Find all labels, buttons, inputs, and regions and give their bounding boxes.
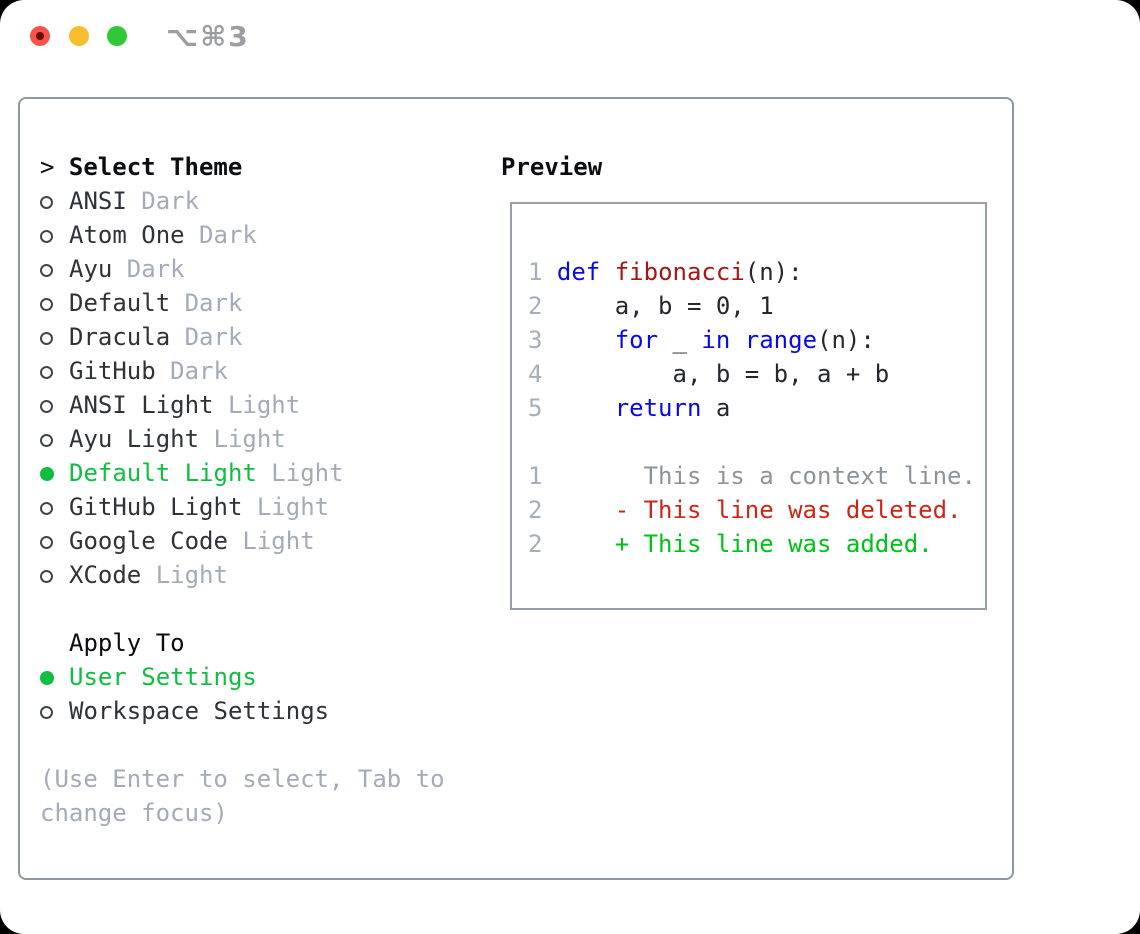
theme-option-label: Default Light <box>69 459 257 487</box>
radio-icon <box>40 354 69 388</box>
theme-option[interactable]: Ayu Light Light <box>40 422 473 456</box>
theme-variant-label: Light <box>256 459 344 487</box>
theme-option-label: Dracula <box>69 323 171 351</box>
theme-option[interactable]: Default Dark <box>40 286 473 320</box>
select-theme-header: > Select Theme <box>40 150 473 184</box>
preview-box: 1 def fibonacci(n): 2 a, b = 0, 1 3 for _ … <box>510 202 987 610</box>
theme-variant-label: Dark <box>184 221 257 249</box>
radio-icon <box>40 218 69 252</box>
line-number: 1 <box>528 462 543 490</box>
preview-line: 2 + This line was added. <box>528 530 933 558</box>
theme-variant-label: Light <box>242 493 330 521</box>
theme-option-label: ANSI <box>69 187 127 215</box>
radio-selected-icon <box>40 456 69 490</box>
theme-option-label: Google Code <box>69 527 228 555</box>
radio-icon <box>40 490 69 524</box>
theme-variant-label: Light <box>141 561 228 589</box>
line-number: 2 <box>528 530 543 558</box>
theme-variant-label: Dark <box>155 357 228 385</box>
theme-option[interactable]: GitHub Dark <box>40 354 473 388</box>
focus-prompt-icon: > <box>40 153 55 181</box>
theme-option-label: GitHub Light <box>69 493 243 521</box>
line-number: 3 <box>528 326 543 354</box>
radio-selected-icon <box>40 660 69 694</box>
theme-option-label: Default <box>69 289 171 317</box>
preview-line: 4 a, b = b, a + b <box>528 360 890 388</box>
theme-option-label: ANSI Light <box>69 391 214 419</box>
theme-option[interactable]: GitHub Light Light <box>40 490 473 524</box>
theme-variant-label: Dark <box>170 289 243 317</box>
preview-code: 1 def fibonacci(n): 2 a, b = 0, 1 3 for _ … <box>528 255 976 561</box>
line-number: 2 <box>528 496 543 524</box>
apply-option[interactable]: Workspace Settings <box>40 694 473 728</box>
theme-option[interactable]: Dracula Dark <box>40 320 473 354</box>
line-number: 2 <box>528 292 543 320</box>
preview-title: Preview <box>501 153 603 181</box>
radio-icon <box>40 184 69 218</box>
radio-icon <box>40 320 69 354</box>
theme-variant-label: Dark <box>170 323 243 351</box>
line-number: 4 <box>528 360 543 388</box>
theme-variant-label: Light <box>227 527 315 555</box>
preview-line: 5 return a <box>528 394 731 422</box>
theme-option-label: Atom One <box>69 221 185 249</box>
preview-line <box>528 425 976 459</box>
theme-variant-label: Dark <box>112 255 185 283</box>
preview-line: 2 - This line was deleted. <box>528 496 962 524</box>
close-button[interactable] <box>30 26 50 46</box>
window-title: ⌥⌘3 <box>166 20 250 53</box>
apply-option-label: User Settings <box>69 663 257 691</box>
theme-option-label: GitHub <box>69 357 156 385</box>
apply-to-header: Apply To <box>69 629 185 657</box>
zoom-button[interactable] <box>107 26 127 46</box>
theme-option[interactable]: Ayu Dark <box>40 252 473 286</box>
radio-icon <box>40 422 69 456</box>
radio-icon <box>40 252 69 286</box>
preview-line: 3 for _ in range(n): <box>528 326 875 354</box>
theme-option-label: XCode <box>69 561 142 589</box>
theme-option[interactable]: Atom One Dark <box>40 218 473 252</box>
theme-option[interactable]: ANSI Dark <box>40 184 473 218</box>
theme-option-label: Ayu <box>69 255 113 283</box>
theme-option[interactable]: XCode Light <box>40 558 473 592</box>
preview-line: 1 This is a context line. <box>528 462 976 490</box>
radio-icon <box>40 524 69 558</box>
theme-variant-label: Dark <box>126 187 200 215</box>
radio-icon <box>40 388 69 422</box>
preview-line: 2 a, b = 0, 1 <box>528 292 774 320</box>
radio-icon <box>40 694 69 728</box>
theme-option[interactable]: ANSI Light Light <box>40 388 473 422</box>
theme-option-label: Ayu Light <box>69 425 200 453</box>
line-number: 1 <box>528 258 543 286</box>
titlebar: ⌥⌘3 <box>0 0 1140 76</box>
apply-option[interactable]: User Settings <box>40 660 473 694</box>
theme-option[interactable]: Default Light Light <box>40 456 473 490</box>
line-number: 5 <box>528 394 543 422</box>
keyboard-hint: (Use Enter to select, Tab to change focu… <box>40 765 445 827</box>
radio-icon <box>40 558 69 592</box>
theme-option[interactable]: Google Code Light <box>40 524 473 558</box>
apply-option-label: Workspace Settings <box>69 697 330 725</box>
preview-line: 1 def fibonacci(n): <box>528 258 803 286</box>
select-theme-title: Select Theme <box>68 153 243 181</box>
radio-icon <box>40 286 69 320</box>
theme-variant-label: Light <box>213 391 301 419</box>
minimize-button[interactable] <box>69 26 89 46</box>
theme-variant-label: Light <box>199 425 286 453</box>
